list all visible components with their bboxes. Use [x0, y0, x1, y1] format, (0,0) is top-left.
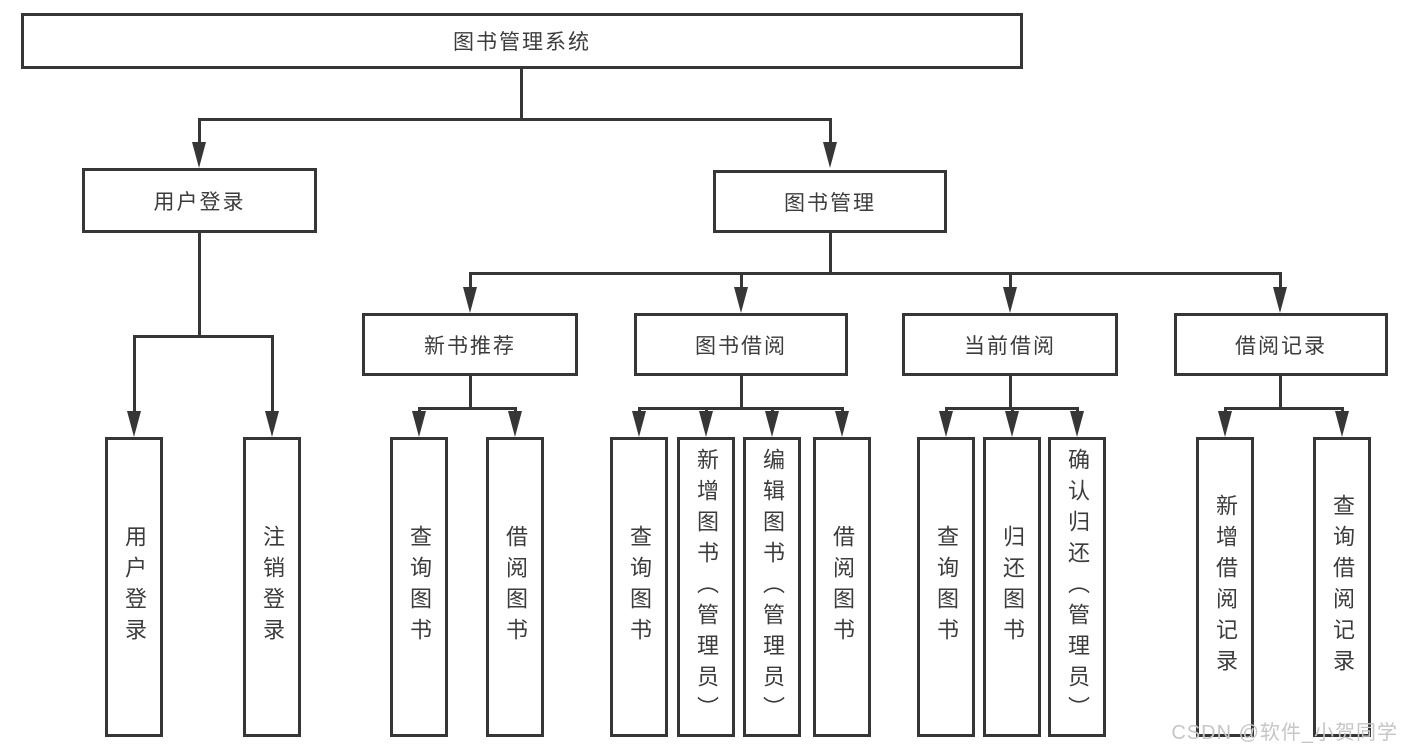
leaf-borrow-books-recommend-label: 借阅图书 [503, 525, 528, 649]
node-book-borrowing-label: 图书借阅 [695, 334, 787, 358]
leaf-logout-label: 注销登录 [260, 525, 285, 649]
arrow-down-icon [508, 411, 522, 437]
connector-vline [1009, 272, 1012, 289]
arrow-down-icon [1273, 287, 1287, 313]
leaf-logout: 注销登录 [243, 437, 301, 737]
connector-vline [1076, 407, 1079, 414]
connector-vline [829, 233, 832, 274]
csdn-watermark: CSDN @软件_小贺同学 [1171, 722, 1398, 744]
node-current-borrowing-label: 当前借阅 [964, 334, 1056, 358]
connector-vline [740, 376, 743, 409]
connector-vline [945, 407, 948, 414]
node-book-management-label: 图书管理 [784, 191, 876, 215]
connector-vline [1341, 407, 1344, 414]
arrow-down-icon [632, 411, 646, 437]
arrow-down-icon [734, 287, 748, 313]
arrow-down-icon [939, 411, 953, 437]
connector-vline [705, 407, 708, 414]
connector-vline [469, 376, 472, 409]
arrow-down-icon [765, 411, 779, 437]
connector-vline [829, 118, 832, 145]
connector-hline [1224, 407, 1343, 410]
leaf-query-books-current: 查询图书 [917, 437, 975, 737]
connector-vline [520, 69, 523, 119]
connector-vline [1011, 407, 1014, 414]
leaf-user-login-label: 用户登录 [122, 525, 147, 649]
connector-vline [271, 335, 274, 413]
connector-vline [418, 407, 421, 414]
arrow-down-icon [412, 411, 426, 437]
connector-hline [418, 407, 517, 410]
arrow-down-icon [265, 411, 279, 437]
node-borrowing-records: 借阅记录 [1174, 313, 1388, 376]
leaf-add-borrow-record: 新增借阅记录 [1196, 437, 1254, 737]
leaf-query-books-recommend: 查询图书 [390, 437, 448, 737]
leaf-query-borrow-record: 查询借阅记录 [1313, 437, 1371, 737]
leaf-add-borrow-record-label: 新增借阅记录 [1213, 494, 1238, 680]
node-new-book-recommend-label: 新书推荐 [424, 334, 516, 358]
node-user-login-label: 用户登录 [153, 190, 246, 214]
node-library-system-label: 图书管理系统 [453, 31, 591, 54]
connector-hline [638, 407, 844, 410]
connector-vline [1009, 376, 1012, 409]
leaf-borrow-books-recommend: 借阅图书 [486, 437, 544, 737]
connector-hline [133, 335, 274, 338]
arrow-down-icon [835, 411, 849, 437]
connector-vline [771, 407, 774, 414]
connector-vline [841, 407, 844, 414]
leaf-edit-book-admin: 编辑图书（管理员） [743, 437, 801, 737]
arrow-down-icon [1335, 411, 1349, 437]
leaf-user-login: 用户登录 [105, 437, 163, 737]
leaf-confirm-return-admin: 确认归还（管理员） [1048, 437, 1106, 737]
leaf-query-borrow-record-label: 查询借阅记录 [1330, 494, 1355, 680]
connector-vline [1279, 272, 1282, 289]
connector-vline [1279, 376, 1282, 409]
leaf-confirm-return-admin-label: 确认归还（管理员） [1065, 447, 1090, 727]
node-current-borrowing: 当前借阅 [902, 313, 1118, 376]
connector-vline [469, 272, 472, 289]
connector-hline [198, 118, 832, 121]
leaf-borrow-books-borrowing-label: 借阅图书 [830, 525, 855, 649]
connector-vline [198, 233, 201, 337]
leaf-add-book-admin: 新增图书（管理员） [677, 437, 735, 737]
arrow-down-icon [1218, 411, 1232, 437]
connector-vline [198, 118, 201, 145]
leaf-borrow-books-borrowing: 借阅图书 [813, 437, 871, 737]
leaf-edit-book-admin-label: 编辑图书（管理员） [760, 447, 785, 727]
node-book-borrowing: 图书借阅 [634, 313, 848, 376]
leaf-query-books-borrowing: 查询图书 [610, 437, 668, 737]
connector-vline [1224, 407, 1227, 414]
leaf-query-books-borrowing-label: 查询图书 [627, 525, 652, 649]
node-user-login: 用户登录 [82, 168, 317, 233]
arrow-down-icon [1003, 287, 1017, 313]
node-book-management: 图书管理 [713, 170, 947, 233]
leaf-query-books-current-label: 查询图书 [934, 525, 959, 649]
leaf-return-book-label: 归还图书 [1000, 525, 1025, 649]
connector-vline [133, 335, 136, 413]
node-new-book-recommend: 新书推荐 [362, 313, 578, 376]
node-library-system: 图书管理系统 [21, 13, 1023, 69]
arrow-down-icon [463, 287, 477, 313]
connector-vline [740, 272, 743, 289]
node-borrowing-records-label: 借阅记录 [1235, 334, 1327, 358]
arrow-down-icon [127, 411, 141, 437]
arrow-down-icon [823, 142, 837, 168]
leaf-add-book-admin-label: 新增图书（管理员） [694, 447, 719, 727]
leaf-query-books-recommend-label: 查询图书 [407, 525, 432, 649]
arrow-down-icon [192, 142, 206, 168]
leaf-return-book: 归还图书 [983, 437, 1041, 737]
connector-vline [514, 407, 517, 414]
arrow-down-icon [699, 411, 713, 437]
connector-hline [469, 272, 1282, 275]
connector-vline [638, 407, 641, 414]
arrow-down-icon [1005, 411, 1019, 437]
arrow-down-icon [1070, 411, 1084, 437]
